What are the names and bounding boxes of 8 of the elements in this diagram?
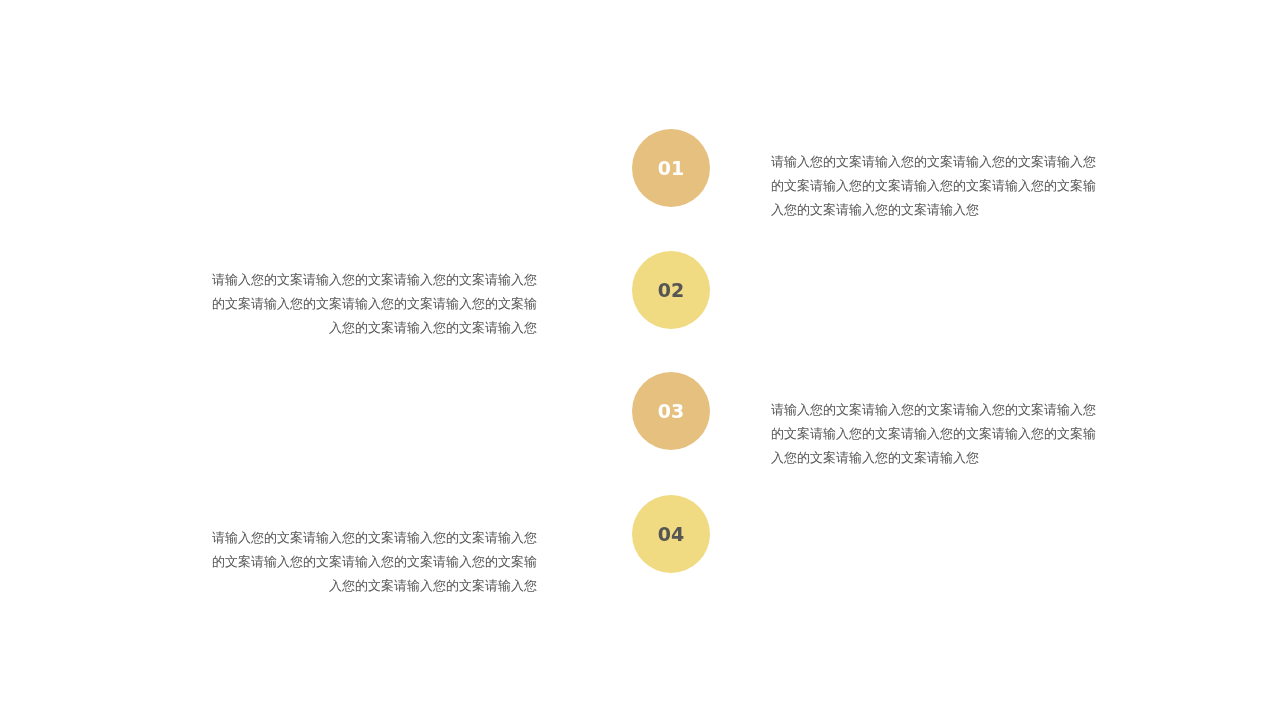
number-circle: 03: [632, 372, 710, 450]
description-text: 请输入您的文案请输入您的文案请输入您的文案请输入您的文案请输入您的文案请输入您的文案请输入您的文案输入您的文案请输入您的文案请输入您: [211, 529, 537, 595]
number-circle: 04: [632, 495, 710, 573]
description-text: 请输入您的文案请输入您的文案请输入您的文案请输入您的文案请输入您的文案请输入您的文案请输入您的文案输入您的文案请输入您的文案请输入您: [771, 153, 1097, 219]
number-circle: 02: [632, 251, 710, 329]
description-text: 请输入您的文案请输入您的文案请输入您的文案请输入您的文案请输入您的文案请输入您的文案请输入您的文案输入您的文案请输入您的文案请输入您: [211, 271, 537, 337]
number-circle: 01: [632, 129, 710, 207]
description-text: 请输入您的文案请输入您的文案请输入您的文案请输入您的文案请输入您的文案请输入您的文案请输入您的文案输入您的文案请输入您的文案请输入您: [771, 401, 1097, 467]
